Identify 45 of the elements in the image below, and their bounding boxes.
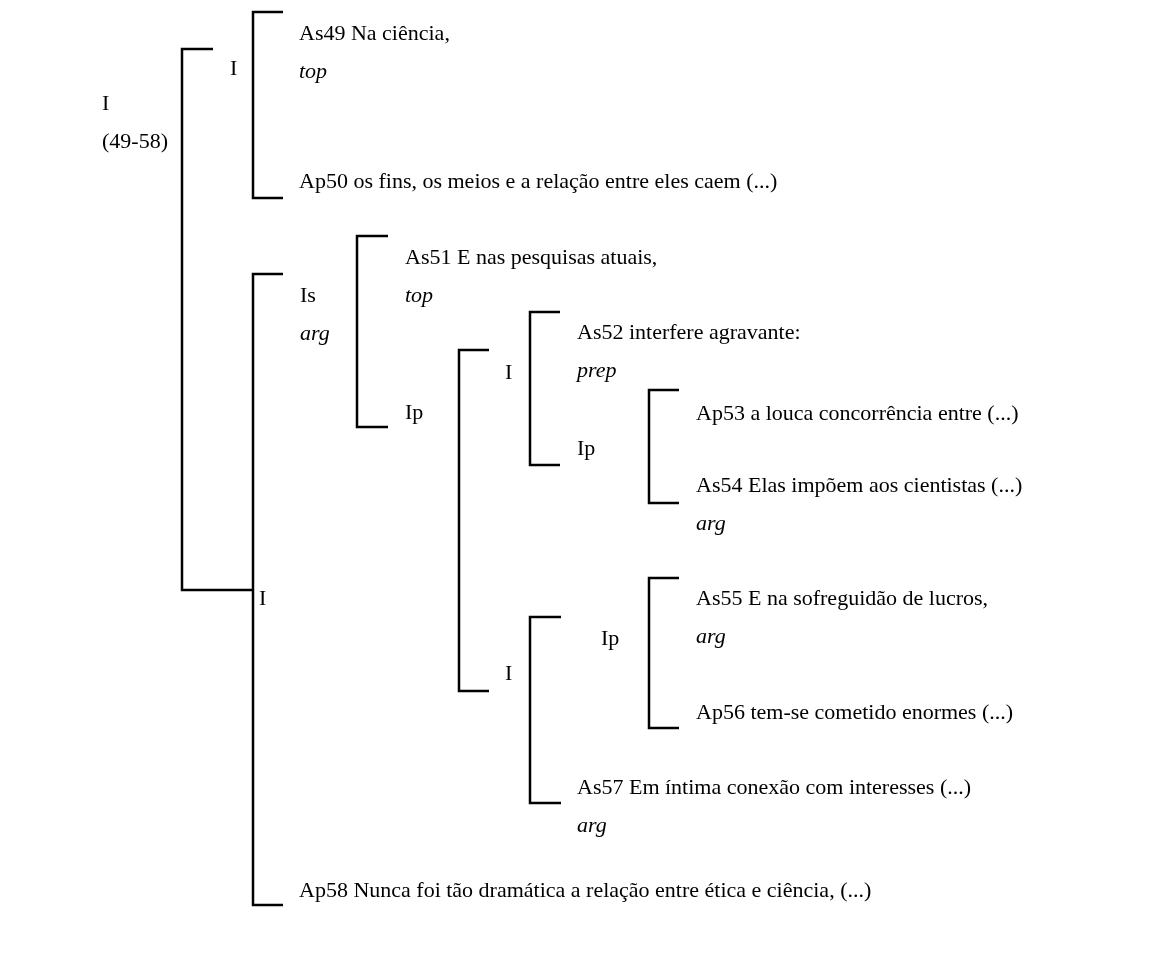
bracket-line <box>355 234 388 295</box>
function-tag: top <box>299 52 450 90</box>
clause-label: Ap50 os fins, os meios e a relação entre eles caem (...) <box>283 162 778 200</box>
clause-label: As51 E nas pesquisas atuais, <box>405 243 658 271</box>
clause-label: Is <box>300 281 317 309</box>
function-tag: arg <box>577 806 972 844</box>
clause-label: As55 E na sofreguidão de lucros, <box>696 584 989 612</box>
bracket-line <box>180 47 213 103</box>
bracket-line <box>528 310 560 372</box>
bracket-line <box>355 295 388 429</box>
bracket-line <box>647 638 679 730</box>
clause-label: Ap53 a louca concorrência entre (...) <box>679 390 1019 432</box>
clause-label: I <box>102 89 111 117</box>
bracket-line <box>528 673 561 805</box>
bracket-line <box>457 412 489 693</box>
clause-label: Ap56 tem-se cometido enormes (...) <box>679 693 1014 731</box>
bracket-line <box>251 272 283 598</box>
clause-label: Ip <box>388 393 459 431</box>
bracket-line <box>251 10 283 68</box>
clause-label: As49 Na ciência, <box>299 19 450 47</box>
clause-label: I <box>489 654 530 692</box>
bracket-line <box>647 388 679 448</box>
clause-label: As54 Elas impõem aos cientistas (...) <box>696 471 1023 499</box>
clause-label: As52 interfere agravante: <box>577 318 801 346</box>
clause-label: I <box>253 579 267 617</box>
bracket-line <box>251 598 283 907</box>
bracket-line <box>528 615 561 673</box>
bracket-line <box>528 372 560 467</box>
bracket-line <box>457 348 489 412</box>
clause-label: I <box>213 49 253 87</box>
function-tag: arg <box>696 617 989 655</box>
function-tag: prep <box>577 351 801 389</box>
function-tag: arg <box>300 314 357 352</box>
bracket-line <box>647 448 679 505</box>
bracket-line <box>180 103 253 592</box>
function-tag: arg <box>696 504 1023 542</box>
bracket-line <box>251 68 283 200</box>
clause-label: Ap58 Nunca foi tão dramática a relação entre ética e ciência, (...) <box>283 871 872 909</box>
clause-label: I <box>489 350 530 391</box>
clause-label: Ip <box>561 617 649 657</box>
clause-label: Ip <box>560 429 649 467</box>
range-label: (49-58) <box>102 127 169 155</box>
clause-label: As57 Em íntima conexão com interesses (...) <box>577 773 972 801</box>
bracket-line <box>647 576 679 638</box>
function-tag: top <box>405 276 658 314</box>
